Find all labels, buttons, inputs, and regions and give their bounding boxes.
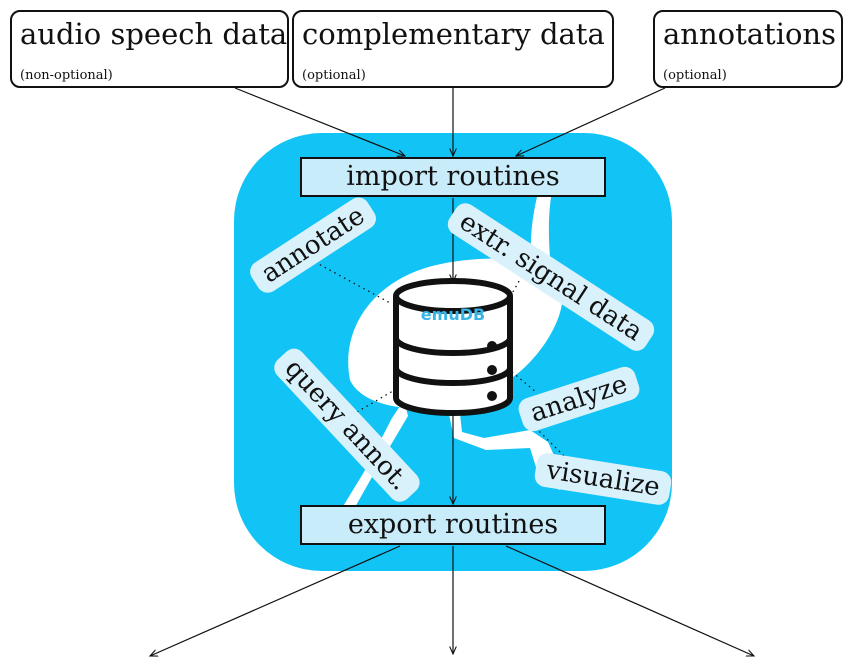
import-routines-box: import routines: [300, 157, 606, 197]
arrow-export-to-right-output: [505, 545, 754, 656]
source-annotations-title: annotations: [663, 17, 836, 51]
source-annotations-note: (optional): [663, 68, 727, 83]
arrow-export-to-left-output: [150, 545, 401, 656]
source-audio-speech-note: (non-optional): [20, 68, 113, 83]
source-audio-speech-box: audio speech data (non-optional): [10, 10, 289, 88]
connector-query: [356, 387, 399, 413]
arrow-audio-to-import: [234, 87, 405, 156]
source-complementary-note: (optional): [302, 68, 366, 83]
source-annotations-box: annotations (optional): [653, 10, 843, 88]
source-complementary-title: complementary data: [302, 17, 605, 51]
database-icon: emuDB: [393, 278, 513, 416]
export-routines-box: export routines: [300, 505, 606, 545]
arrow-annotations-to-import: [516, 87, 666, 156]
source-audio-speech-title: audio speech data: [20, 17, 288, 51]
database-label: emuDB: [421, 305, 485, 324]
source-complementary-box: complementary data (optional): [292, 10, 614, 88]
